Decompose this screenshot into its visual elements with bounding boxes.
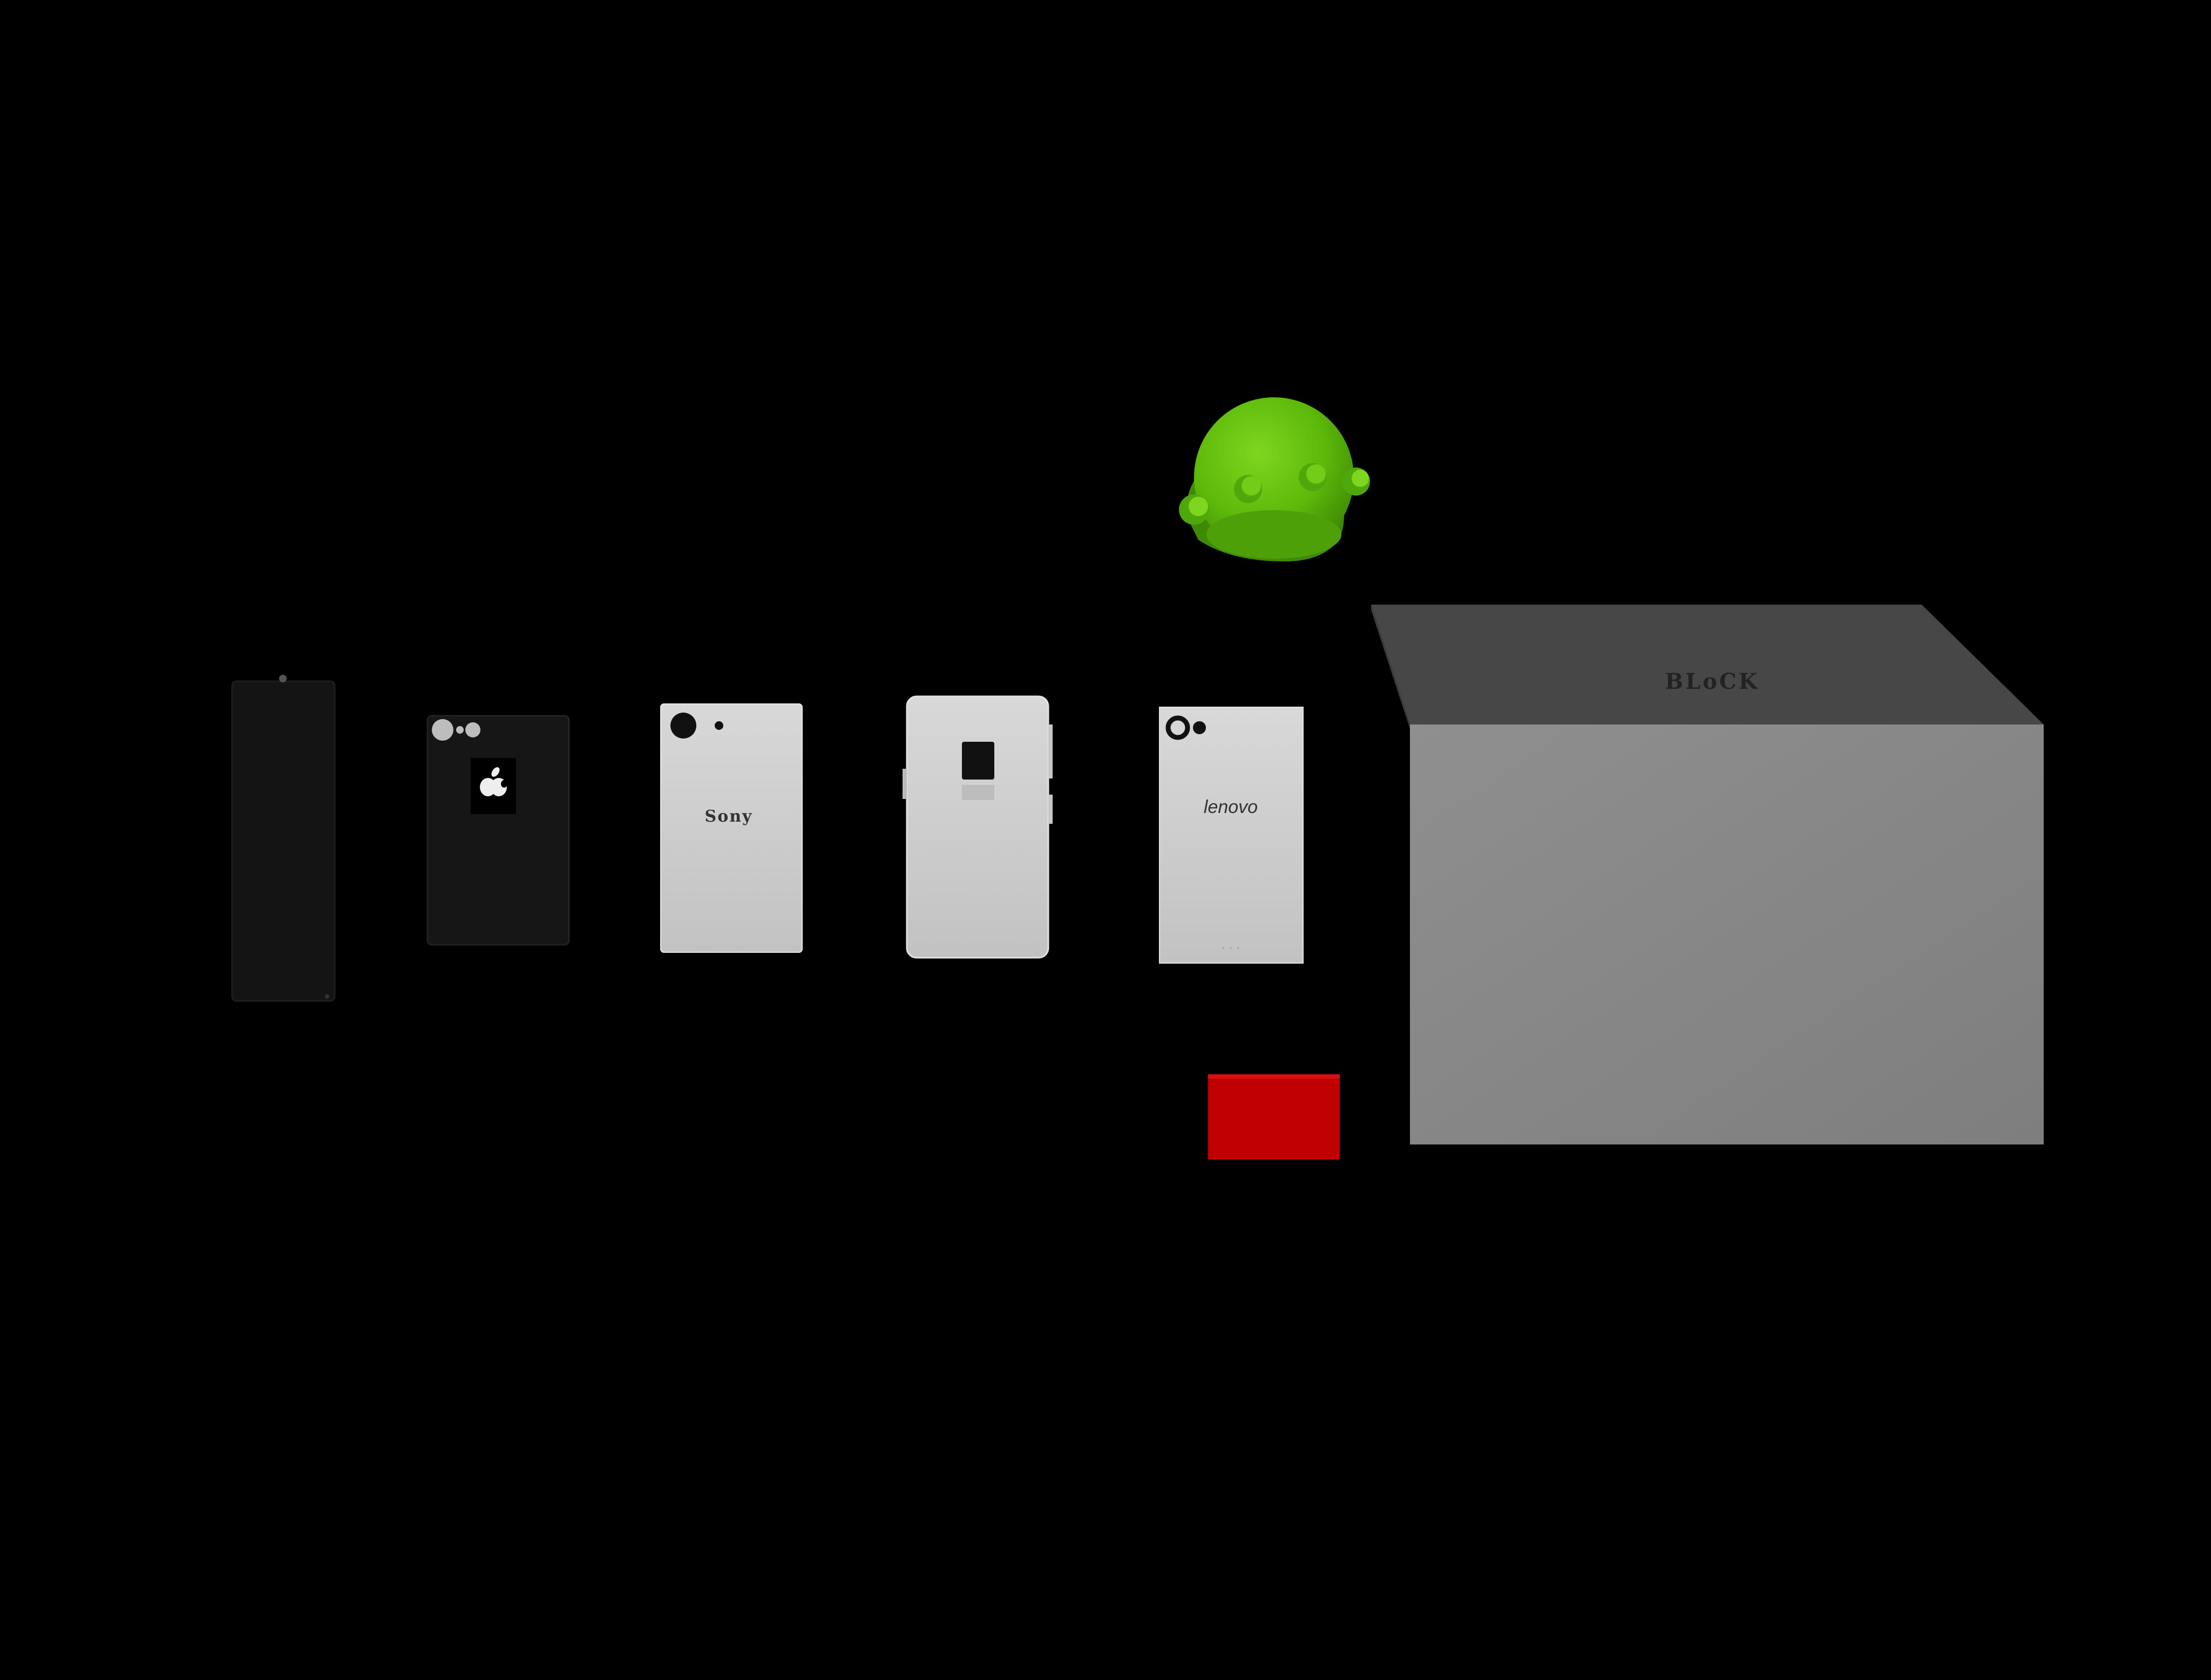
silver-phone bbox=[903, 695, 1053, 959]
black-phone-left bbox=[231, 675, 336, 1002]
camera-lens-icon bbox=[432, 719, 453, 741]
red-block bbox=[1208, 1074, 1340, 1160]
lenovo-phone: lenovo bbox=[1159, 707, 1304, 964]
block-box: BLoCK bbox=[1371, 605, 2044, 1144]
camera-lens-icon bbox=[670, 713, 696, 739]
apple-phone bbox=[426, 715, 570, 946]
fingerprint-sensor-icon bbox=[962, 742, 994, 780]
sony-phone: Sony bbox=[660, 703, 803, 953]
camera-lens-icon bbox=[1165, 715, 1190, 740]
apple-logo-icon bbox=[480, 767, 507, 796]
block-label: BLoCK bbox=[1665, 669, 1759, 694]
lenovo-label: lenovo bbox=[1204, 797, 1258, 817]
sony-label: Sony bbox=[705, 807, 753, 826]
android-head-icon bbox=[1179, 397, 1370, 561]
